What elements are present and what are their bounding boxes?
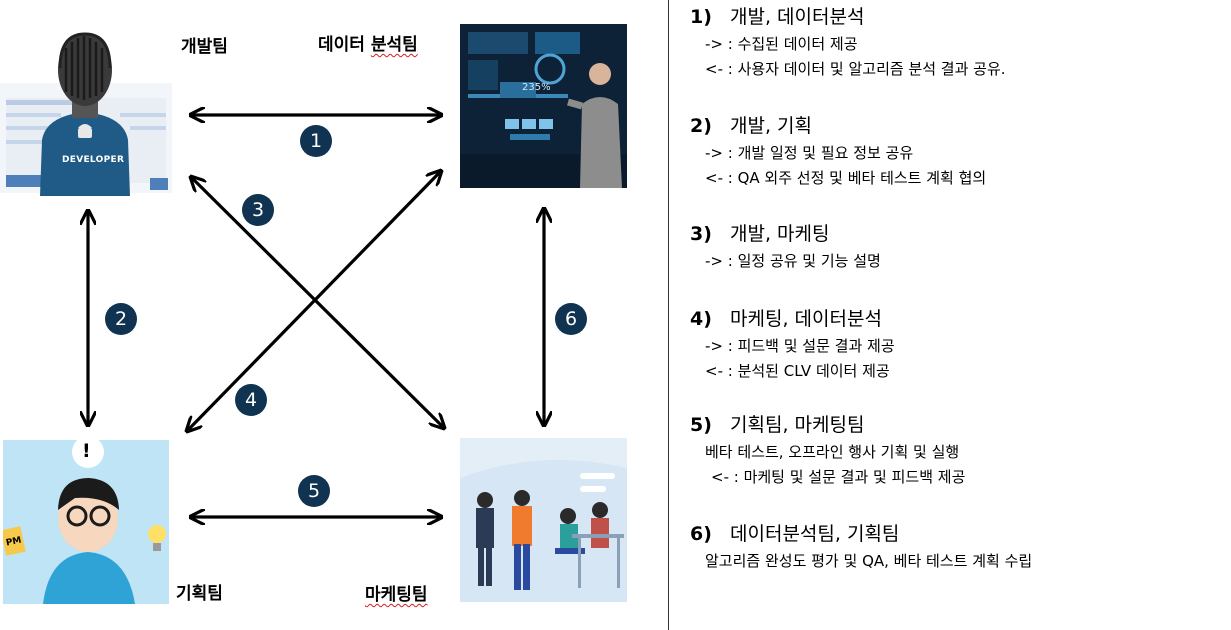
plan-team-label: 기획팀 <box>176 584 223 604</box>
planner-image: ! PM <box>3 440 169 604</box>
badge-6: 6 <box>555 303 587 335</box>
marketing-image <box>460 438 627 602</box>
dev-team-label: 개발팀 <box>181 37 228 57</box>
thinker-exclaim: ! <box>82 440 91 462</box>
data-team-label: 데이터 분석팀 <box>318 30 418 55</box>
section-4-title: 마케팅, 데이터분석 <box>730 308 882 330</box>
dashboard-percent-text: 235% <box>522 82 551 93</box>
section-6-num: 6) <box>690 523 712 545</box>
section-6-title: 데이터분석팀, 기획팀 <box>730 523 900 545</box>
section-6: 6) 데이터분석팀, 기획팀 알고리즘 완성도 평가 및 QA, 베타 테스트 계… <box>690 519 1032 571</box>
section-5-num: 5) <box>690 414 712 436</box>
badge-4: 4 <box>235 384 267 416</box>
data-analyst-image: 235% <box>460 24 627 188</box>
section-5-title: 기획팀, 마케팅팀 <box>730 414 865 436</box>
vertical-divider <box>668 0 669 630</box>
section-2-num: 2) <box>690 115 712 137</box>
section-6-line-1: 알고리즘 완성도 평가 및 QA, 베타 테스트 계획 수립 <box>705 552 1033 570</box>
developer-image: DEVELOPER <box>0 28 172 196</box>
developer-illustration <box>0 32 172 196</box>
arrow-dev-marketing <box>192 178 443 427</box>
section-4: 4) 마케팅, 데이터분석 -> : 피드백 및 설문 결과 제공 <- : 분석… <box>690 304 895 381</box>
section-1-title: 개발, 데이터분석 <box>730 6 865 28</box>
section-3-line-1: -> : 일정 공유 및 기능 설명 <box>705 252 881 270</box>
section-4-num: 4) <box>690 308 712 330</box>
arrow-data-plan <box>188 172 440 430</box>
section-3-title: 개발, 마케팅 <box>730 223 830 245</box>
badge-3: 3 <box>242 194 274 226</box>
section-2-line-2: <- : QA 외주 선정 및 베타 테스트 계획 협의 <box>705 169 987 187</box>
marketing-team-label: 마케팅팀 <box>365 585 428 605</box>
thinker-illustration <box>3 440 169 604</box>
section-5-line-2: <- : 마케팅 및 설문 결과 및 피드백 제공 <box>711 468 966 486</box>
section-2-line-1: -> : 개발 일정 및 필요 정보 공유 <box>705 144 914 162</box>
data-team-label-prefix: 데이터 <box>318 35 371 55</box>
section-1: 1) 개발, 데이터분석 -> : 수집된 데이터 제공 <- : 사용자 데이터… <box>690 2 1006 79</box>
section-3: 3) 개발, 마케팅 -> : 일정 공유 및 기능 설명 <box>690 219 881 271</box>
section-1-line-1: -> : 수집된 데이터 제공 <box>705 35 858 53</box>
badge-2: 2 <box>105 303 137 335</box>
data-team-label-suffix: 분석팀 <box>370 35 418 55</box>
section-4-line-1: -> : 피드백 및 설문 결과 제공 <box>705 337 895 355</box>
section-4-line-2: <- : 분석된 CLV 데이터 제공 <box>705 362 890 380</box>
dashboard-illustration <box>460 24 627 188</box>
section-1-line-2: <- : 사용자 데이터 및 알고리즘 분석 결과 공유. <box>705 60 1006 78</box>
section-5: 5) 기획팀, 마케팅팀 베타 테스트, 오프라인 행사 기획 및 실행 <- :… <box>690 410 965 487</box>
badge-1: 1 <box>300 125 332 157</box>
section-5-line-1: 베타 테스트, 오프라인 행사 기획 및 실행 <box>705 443 960 461</box>
section-2: 2) 개발, 기획 -> : 개발 일정 및 필요 정보 공유 <- : QA 외… <box>690 111 986 188</box>
developer-badge-text: DEVELOPER <box>62 155 125 165</box>
section-3-num: 3) <box>690 223 712 245</box>
section-1-num: 1) <box>690 6 712 28</box>
team-meeting-illustration <box>460 438 627 602</box>
relationship-arrows <box>0 0 668 630</box>
badge-5: 5 <box>298 475 330 507</box>
section-2-title: 개발, 기획 <box>730 115 812 137</box>
